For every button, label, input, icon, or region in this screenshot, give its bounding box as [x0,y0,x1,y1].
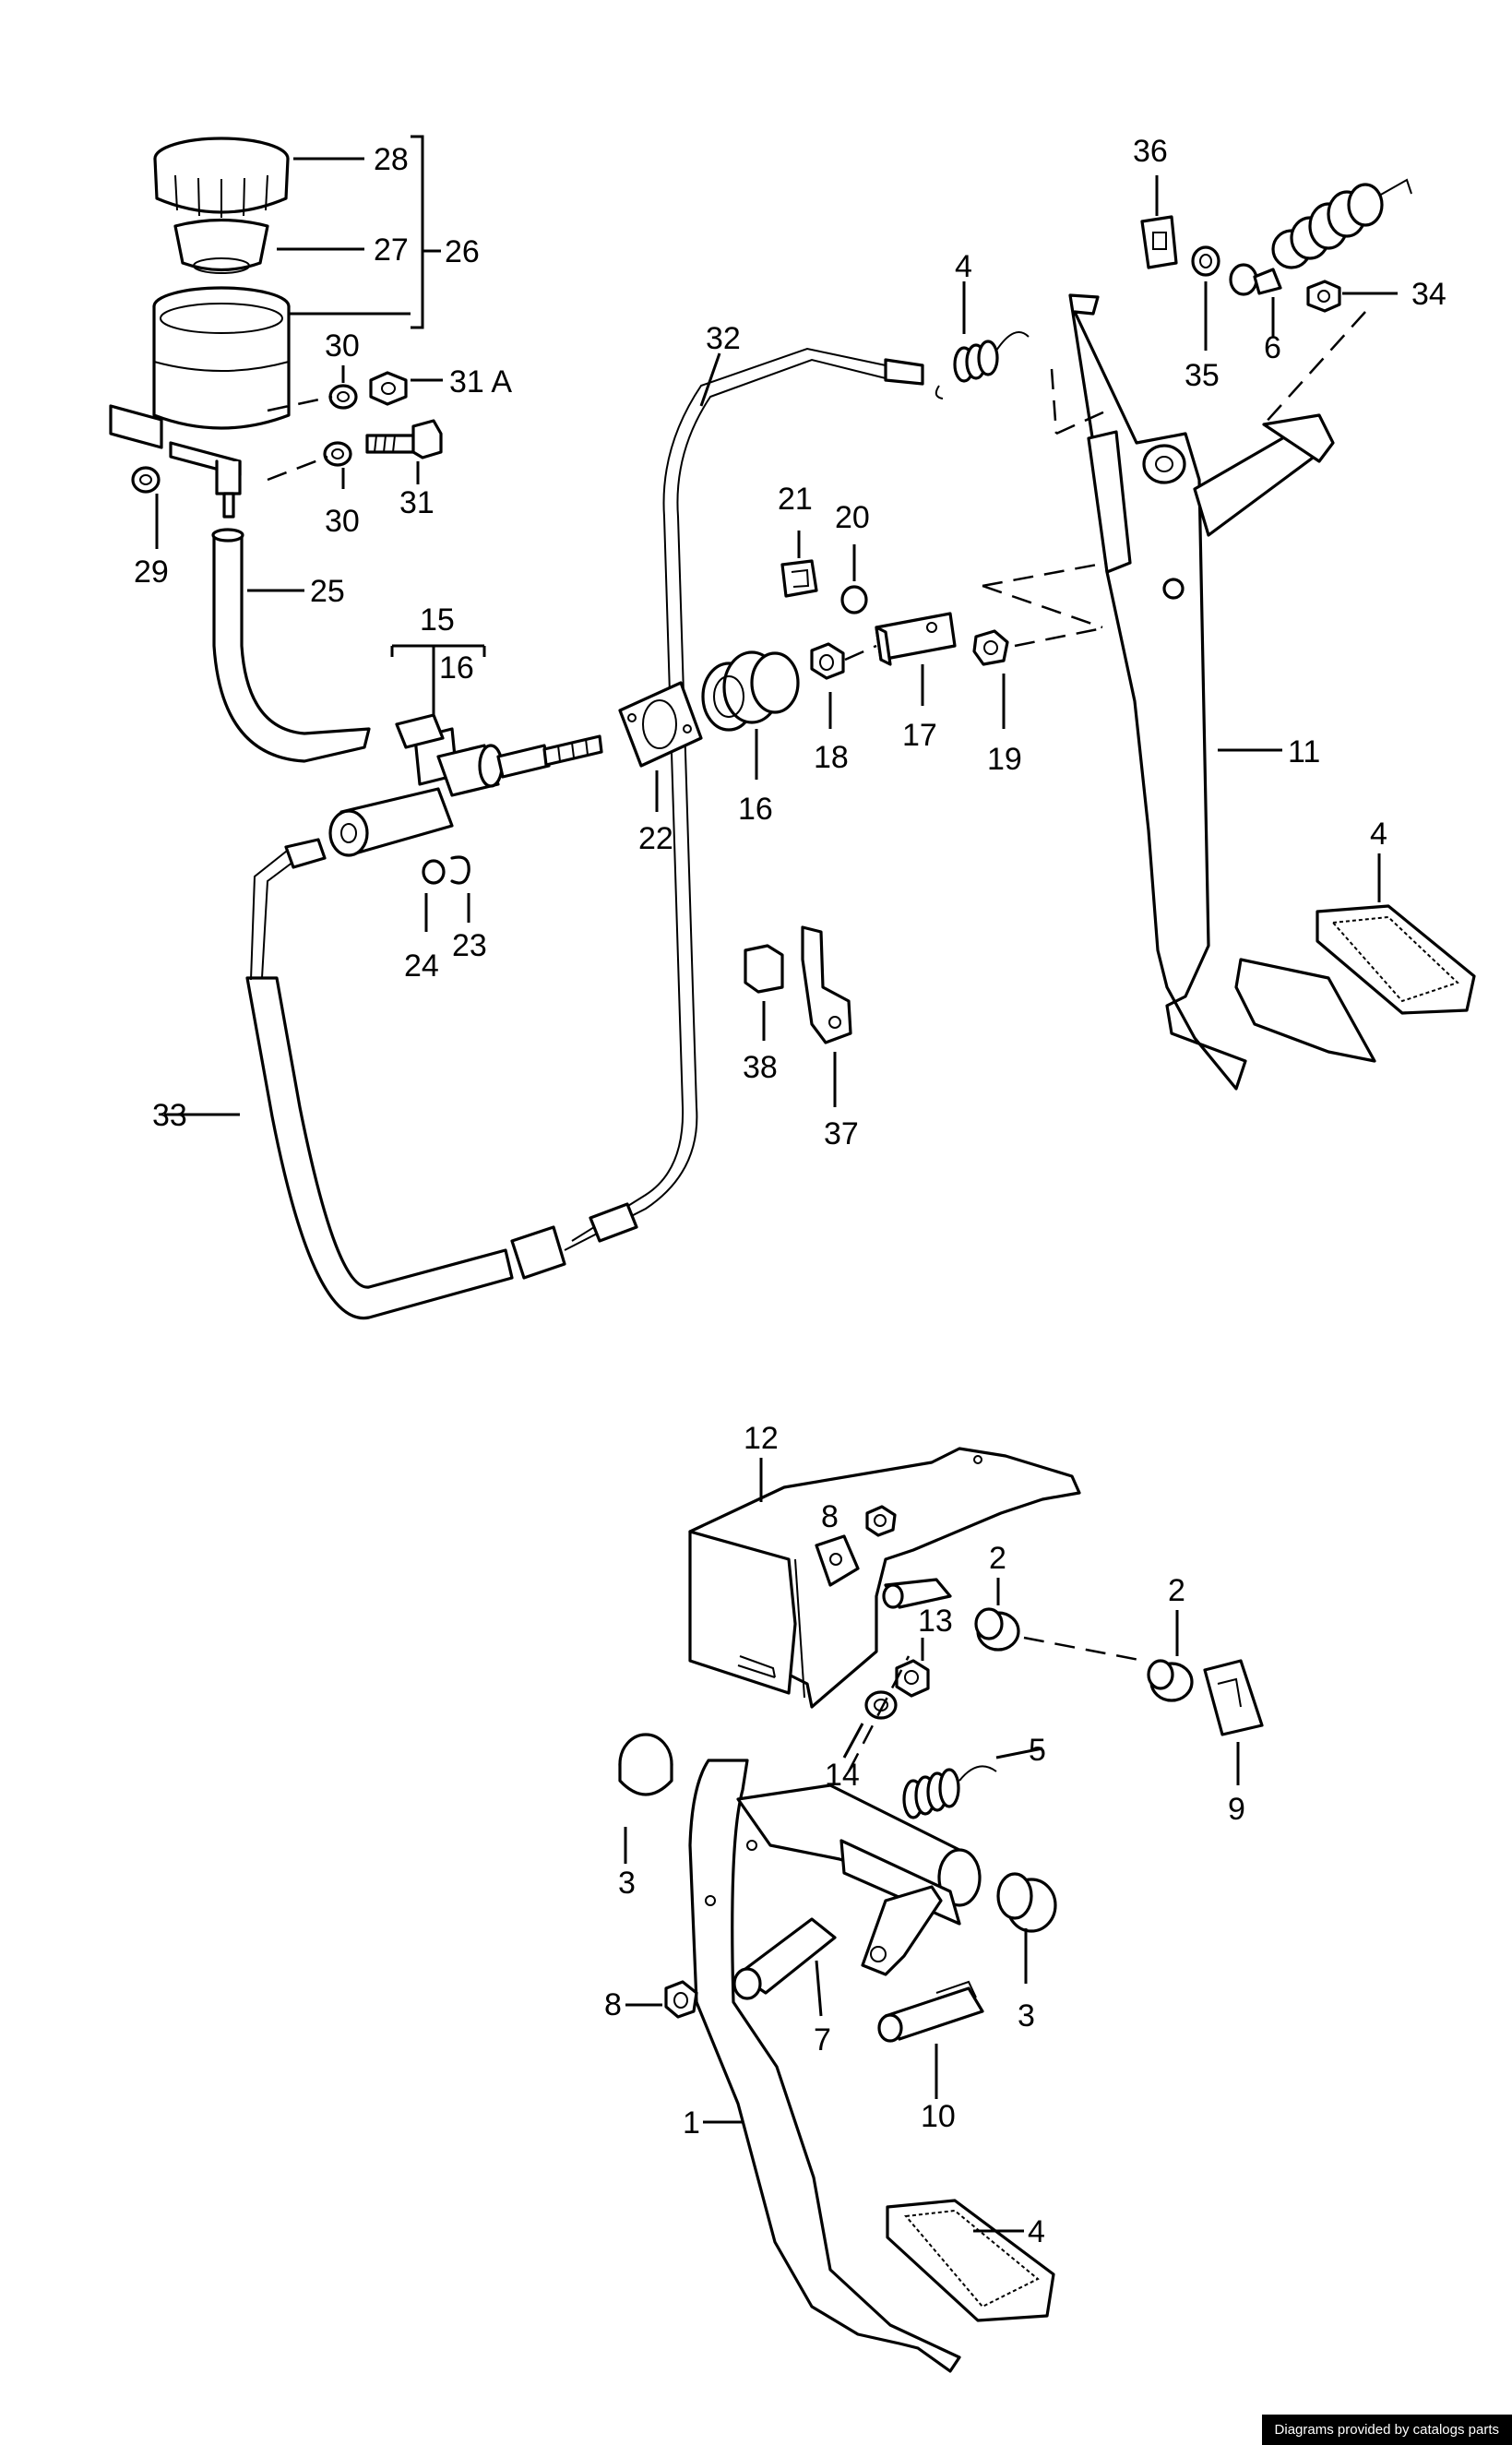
callout-8-lower: 8 [604,1987,622,2022]
washer-29 [131,466,161,494]
callout-19: 19 [987,742,1022,777]
pedal-pad-4-upper [1316,904,1476,1015]
callout-16-upper: 16 [439,650,474,686]
callout-1: 1 [683,2105,700,2141]
callout-14: 14 [825,1758,860,1793]
bushing-20 [840,585,868,614]
clevis-17 [875,612,957,666]
callout-4-lower: 4 [1028,2214,1045,2249]
callout-37: 37 [824,1116,859,1151]
callout-4-upper: 4 [955,249,972,284]
gasket-22 [618,681,703,768]
nut-18 [810,642,845,680]
nut-8-upper [865,1505,897,1537]
callout-4-right: 4 [1370,817,1387,852]
callout-8-upper: 8 [821,1499,839,1534]
callout-3-left: 3 [618,1866,636,1901]
callout-9: 9 [1228,1792,1245,1827]
bracket-37 [801,925,852,1044]
clip-21 [780,559,818,598]
brake-pedal-1 [688,1759,982,2373]
washer-30-upper [328,384,358,410]
clip-36 [1140,215,1178,269]
callout-10: 10 [921,2099,956,2134]
callout-3-right: 3 [1018,1998,1035,2034]
callout-29: 29 [134,555,169,590]
callout-11: 11 [1288,734,1320,769]
callout-18: 18 [814,740,849,775]
bushing-2-left [974,1607,1020,1652]
washer-35 [1191,245,1220,277]
reservoir-hose [212,533,371,763]
bushing-3-left [618,1733,673,1796]
callout-16-lower: 16 [738,792,773,827]
nut-34 [1306,280,1341,313]
callout-36: 36 [1133,134,1168,169]
callout-2-right: 2 [1168,1573,1185,1608]
washer-24 [422,859,446,885]
clip-23 [450,855,470,885]
diagram-credit: Diagrams provided by catalogs parts [1261,2415,1512,2445]
clevis-10 [877,1980,984,2043]
hydraulic-hose-33 [245,976,514,1320]
callout-25: 25 [310,574,345,609]
pedal-bracket-12 [688,1447,1081,1709]
callout-28: 28 [374,142,409,177]
clutch-master-cylinder [328,713,603,857]
washer-30-lower [323,441,352,467]
pivot-pin [882,1578,952,1609]
callout-21: 21 [778,482,813,517]
callout-30-upper: 30 [325,328,360,364]
callout-13: 13 [918,1604,953,1639]
fluid-reservoir [109,286,291,519]
bolt-31 [365,419,443,459]
callout-26: 26 [445,234,480,269]
reservoir-strainer [173,218,269,274]
nut-19 [972,629,1009,666]
callout-17: 17 [902,718,937,753]
return-spring-5 [867,1765,997,1829]
callout-35: 35 [1185,358,1220,393]
pipe-32 [564,358,887,1251]
callout-27: 27 [374,233,409,268]
nut-13 [895,1659,930,1698]
clutch-pedal-11 [1050,293,1335,1091]
pedal-pad-4-lower [886,2199,1055,2322]
bushing-3-right [996,1872,1057,1933]
callout-7: 7 [814,2022,831,2057]
callout-15: 15 [420,602,455,638]
callout-24: 24 [404,948,439,984]
callout-31a: 31 A [449,364,512,400]
bushing-2-right [1147,1659,1194,1702]
callout-22: 22 [638,821,673,856]
callout-33: 33 [152,1098,187,1133]
nut-31a [369,371,408,406]
callout-34: 34 [1411,277,1447,312]
washer-14 [864,1690,898,1720]
callout-2-left: 2 [989,1541,1006,1576]
helper-spring-6 [1229,178,1412,296]
dust-boot-16 [701,650,800,732]
callout-5: 5 [1029,1733,1046,1768]
reservoir-cap [153,137,290,218]
nut-8-lower [664,1980,698,2019]
callout-20: 20 [835,500,870,535]
return-spring-4-upper [935,331,1030,400]
callout-32: 32 [706,321,741,356]
callout-12: 12 [744,1421,779,1456]
callout-6: 6 [1264,330,1281,365]
callout-31: 31 [399,485,435,520]
callout-23: 23 [452,928,487,963]
bumper-38 [744,944,784,994]
callout-38: 38 [743,1050,778,1085]
callout-30-lower: 30 [325,504,360,539]
retaining-clip-9 [1203,1659,1264,1736]
